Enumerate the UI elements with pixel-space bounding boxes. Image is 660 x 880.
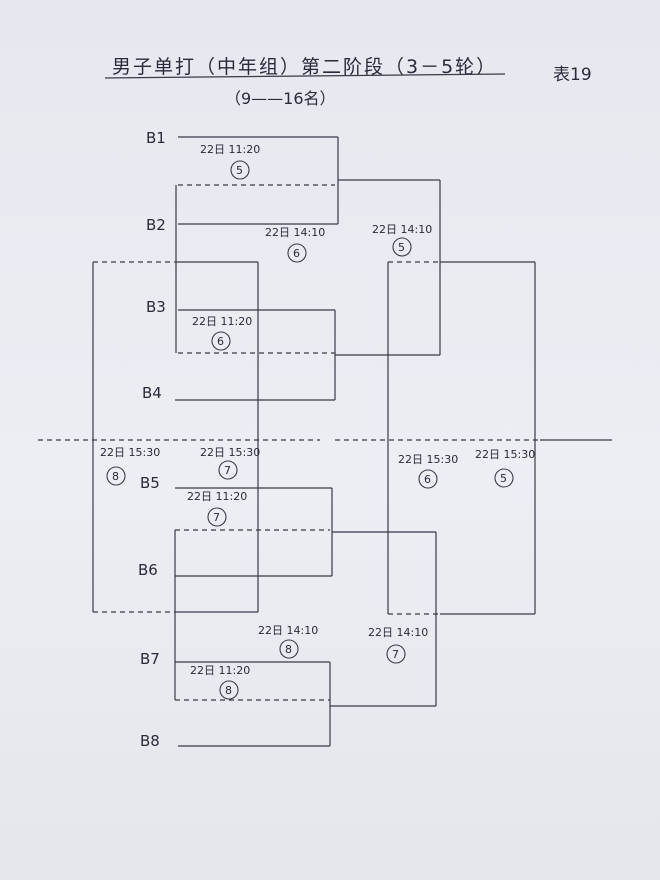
svg-text:8: 8 <box>112 470 119 483</box>
svg-text:7: 7 <box>224 464 231 477</box>
svg-text:6: 6 <box>217 335 224 348</box>
match-annotation: 22日 15:30 8 <box>100 446 160 486</box>
seed-label-b5: B5 <box>140 474 160 492</box>
seed-label-b8: B8 <box>140 732 160 750</box>
match-annotation: 22日 14:10 8 <box>258 624 318 659</box>
svg-text:8: 8 <box>285 643 292 656</box>
match-annotation: 22日 11:20 6 <box>192 315 252 351</box>
svg-text:22日 11:20: 22日 11:20 <box>190 664 250 677</box>
seed-label-b2: B2 <box>146 216 166 234</box>
seed-label-b6: B6 <box>138 561 158 579</box>
match-annotation: 22日 11:20 5 <box>200 143 260 180</box>
svg-text:8: 8 <box>225 684 232 697</box>
svg-text:5: 5 <box>398 241 405 254</box>
svg-text:22日 15:30: 22日 15:30 <box>475 448 535 461</box>
svg-text:6: 6 <box>293 247 300 260</box>
match-annotation: 22日 14:10 6 <box>265 226 325 263</box>
title-underline <box>104 73 506 79</box>
svg-text:22日 11:20: 22日 11:20 <box>192 315 252 328</box>
match-annotation: 22日 15:30 5 <box>475 448 535 488</box>
sheet-subtitle: （9——16名） <box>225 89 336 108</box>
match-annotation: 22日 14:10 7 <box>368 626 428 664</box>
sheet-title: 男子单打（中年组）第二阶段（3－5轮） <box>112 56 497 78</box>
match-annotation: 22日 11:20 7 <box>187 490 247 527</box>
svg-text:22日 15:30: 22日 15:30 <box>200 446 260 459</box>
svg-text:5: 5 <box>500 472 507 485</box>
seed-label-b3: B3 <box>146 298 166 316</box>
seed-label-b1: B1 <box>146 129 166 147</box>
svg-text:7: 7 <box>392 648 399 661</box>
svg-text:22日 14:10: 22日 14:10 <box>368 626 428 639</box>
seed-label-b4: B4 <box>142 384 162 402</box>
svg-text:22日 11:20: 22日 11:20 <box>187 490 247 503</box>
svg-text:6: 6 <box>424 473 431 486</box>
match-annotation: 22日 15:30 7 <box>200 446 260 480</box>
svg-text:22日 11:20: 22日 11:20 <box>200 143 260 156</box>
svg-text:22日 15:30: 22日 15:30 <box>100 446 160 459</box>
svg-text:22日 14:10: 22日 14:10 <box>372 223 432 236</box>
svg-text:5: 5 <box>236 164 243 177</box>
svg-text:7: 7 <box>213 511 220 524</box>
svg-text:22日 14:10: 22日 14:10 <box>265 226 325 239</box>
seed-label-b7: B7 <box>140 650 160 668</box>
match-annotation: 22日 15:30 6 <box>398 453 458 489</box>
svg-text:22日 14:10: 22日 14:10 <box>258 624 318 637</box>
table-tag: 表19 <box>553 65 592 85</box>
match-annotation: 22日 11:20 8 <box>190 664 250 700</box>
match-annotation: 22日 14:10 5 <box>372 223 432 257</box>
svg-text:22日 15:30: 22日 15:30 <box>398 453 458 466</box>
